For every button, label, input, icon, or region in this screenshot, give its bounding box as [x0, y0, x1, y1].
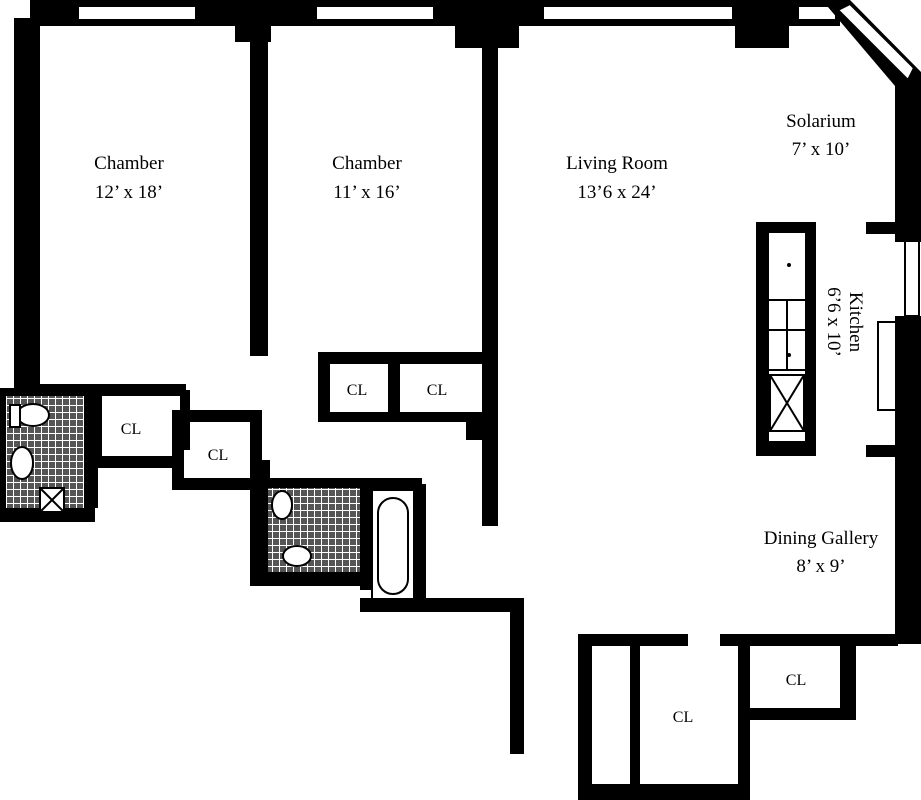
window-2: [315, 5, 435, 21]
exterior-walls: [0, 0, 921, 644]
closet-label: CL: [673, 709, 693, 726]
bath2-toilet: [282, 545, 312, 567]
dining-gallery-dim: 8’ x 9’: [796, 556, 845, 577]
bath1-sink: [10, 446, 34, 480]
window-solarium: [836, 2, 916, 82]
bath1-toilet: [16, 403, 50, 427]
closet-label: CL: [786, 672, 806, 689]
dining-gallery-name: Dining Gallery: [764, 528, 879, 549]
kitchen-dim: 6’6 x 10’: [823, 287, 844, 357]
kitchen-range: [769, 374, 805, 432]
window-kitchen: [904, 239, 920, 317]
chamber2-dim: 11’ x 16’: [333, 182, 401, 203]
kitchen-sink-cabinet: [877, 321, 897, 411]
chamber2-name: Chamber: [332, 153, 402, 174]
closet-label: CL: [208, 447, 228, 464]
interior-walls: [0, 30, 898, 800]
living-room-name: Living Room: [566, 153, 668, 174]
kitchen-name: Kitchen: [845, 292, 866, 353]
solarium-name: Solarium: [786, 111, 856, 132]
closet-label: CL: [121, 421, 141, 438]
bath1-toilet-tank: [9, 404, 21, 428]
solarium-dim: 7’ x 10’: [792, 139, 851, 160]
window-3: [542, 5, 734, 21]
closet-label: CL: [347, 382, 367, 399]
room-labels: Chamber 12’ x 18’ Chamber 11’ x 16’ Livi…: [94, 111, 879, 726]
closet-label: CL: [427, 382, 447, 399]
living-room-dim: 13’6 x 24’: [577, 182, 656, 203]
chamber1-dim: 12’ x 18’: [95, 182, 163, 203]
bath2-sink: [271, 490, 293, 520]
window-1: [77, 5, 197, 21]
chamber1-name: Chamber: [94, 153, 164, 174]
